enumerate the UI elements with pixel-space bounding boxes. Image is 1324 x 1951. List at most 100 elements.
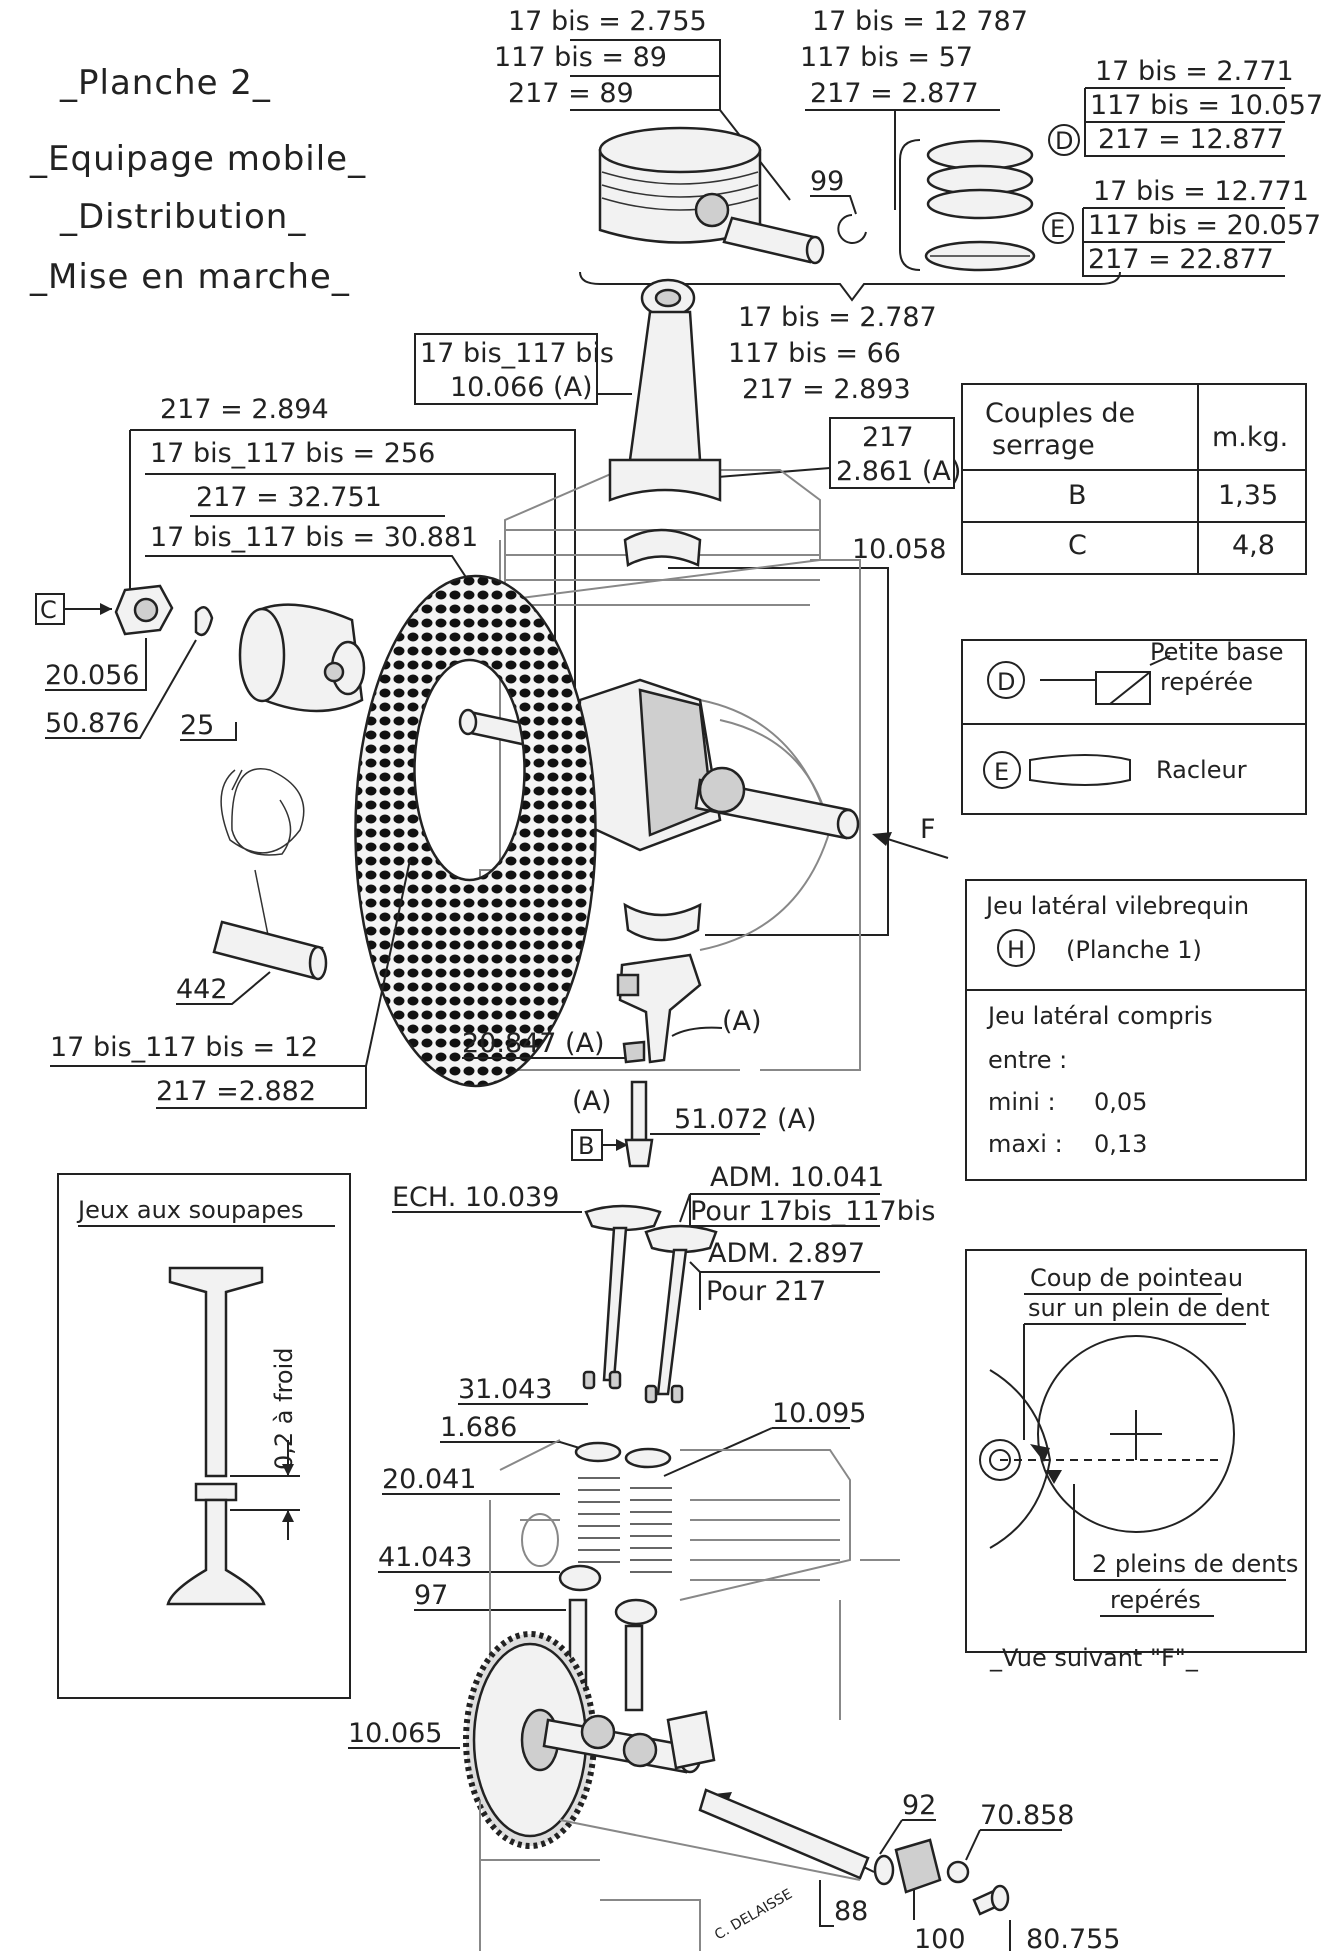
label-piston-2: 117 bis = 57 bbox=[800, 42, 973, 73]
legend-d-text1: Petite base bbox=[1150, 638, 1283, 666]
arrow-F-head bbox=[872, 832, 892, 846]
conrod-label-box bbox=[414, 333, 598, 405]
flywheel-drawing bbox=[354, 574, 597, 1088]
label-rings-1: 17 bis = 2.787 bbox=[738, 302, 937, 333]
label-ringD-2: 117 bis = 10.057 bbox=[1090, 90, 1323, 121]
label-lock: 20.847 (A) bbox=[462, 1028, 605, 1059]
retainer-left-drawing bbox=[558, 1564, 602, 1592]
label-bolt-code: 51.072 (A) bbox=[674, 1104, 817, 1135]
label-ringE-2: 117 bis = 20.057 bbox=[1088, 210, 1321, 241]
valve-keys-drawing bbox=[582, 1370, 684, 1404]
vue-f-line1: Coup de pointeau bbox=[1030, 1264, 1243, 1292]
jeu-mini-value: 0,05 bbox=[1094, 1088, 1147, 1116]
label-piston-1: 17 bis = 12 787 bbox=[812, 6, 1028, 37]
label-fan-2: 217 =2.882 bbox=[156, 1076, 316, 1107]
label-cap-1: 217 bbox=[862, 422, 914, 453]
leader-pulley bbox=[180, 722, 237, 741]
crankshaft-drawing bbox=[458, 678, 860, 852]
torque-unit: m.kg. bbox=[1212, 422, 1288, 453]
heading-equipage: _Equipage mobile_ bbox=[29, 139, 366, 179]
jeu-maxi-value: 0,13 bbox=[1094, 1130, 1147, 1158]
legend-d-text2: repérée bbox=[1160, 668, 1253, 696]
torque-row-0-key: B bbox=[1068, 480, 1087, 511]
vue-f-box: Coup de pointeau sur un plein de dent 2 … bbox=[965, 1249, 1307, 1672]
label-adm-2b: Pour 217 bbox=[706, 1276, 826, 1307]
leader-88 bbox=[819, 1880, 834, 1927]
label-camshaft: 10.065 bbox=[348, 1718, 442, 1749]
washer-drawing bbox=[194, 605, 214, 637]
jeu-mark: H bbox=[1007, 936, 1025, 964]
part-100-drawing bbox=[894, 1838, 942, 1894]
label-spring: 20.041 bbox=[382, 1464, 476, 1495]
jeu-line2: entre : bbox=[988, 1046, 1067, 1074]
leader-handle bbox=[176, 971, 271, 1005]
label-piston-axle-2: 117 bis = 89 bbox=[494, 42, 667, 73]
piston-rings-drawing bbox=[924, 139, 1036, 272]
leader-ringE bbox=[1082, 207, 1285, 277]
label-fly-2: 17 bis_117 bis = 256 bbox=[150, 438, 435, 469]
label-seal: 10.095 bbox=[772, 1398, 866, 1429]
legend-ring-box: D Petite base repérée E Racleur bbox=[961, 638, 1307, 815]
cord-drop-drawing bbox=[254, 869, 269, 936]
leader-flywheel bbox=[129, 429, 576, 740]
torque-head1: Couples de bbox=[985, 398, 1135, 429]
ringE-mark-circle bbox=[1042, 212, 1074, 244]
bearing-upper-drawing bbox=[623, 528, 702, 567]
leader-piston-axle bbox=[570, 39, 791, 201]
torque-head2: serrage bbox=[992, 430, 1095, 461]
conrod-drawing bbox=[608, 278, 722, 502]
signature: C. DELAISSE bbox=[712, 1886, 795, 1943]
bolt-arrow bbox=[616, 1139, 628, 1151]
leader-washer-code bbox=[45, 639, 197, 739]
torque-row-0-value: 1,35 bbox=[1218, 480, 1278, 511]
nut-arrow bbox=[100, 603, 112, 615]
label-cup: 1.686 bbox=[440, 1412, 517, 1443]
starter-cord-drawing bbox=[220, 768, 305, 856]
vue-f-line4: repérés bbox=[1110, 1586, 1201, 1614]
tappet-right-drawing bbox=[624, 1624, 644, 1712]
leader-70858 bbox=[965, 1829, 1062, 1861]
ringD-mark-circle bbox=[1048, 124, 1080, 156]
label-adm-1a: ADM. 10.041 bbox=[710, 1162, 884, 1193]
label-piston-axle-3: 217 = 89 bbox=[508, 78, 634, 109]
label-92: 92 bbox=[902, 1790, 936, 1821]
label-ech: ECH. 10.039 bbox=[392, 1182, 559, 1213]
leader-92 bbox=[879, 1819, 936, 1855]
cap-label-box bbox=[829, 417, 955, 489]
lower-block-ghost bbox=[479, 1800, 861, 1951]
heading-distribution: _Distribution_ bbox=[59, 197, 306, 237]
soupapes-box: Jeux aux soupapes 0,2 à froid bbox=[57, 1173, 351, 1699]
label-pulley: 25 bbox=[180, 710, 214, 741]
label-ringD-1: 17 bis = 2.771 bbox=[1095, 56, 1294, 87]
vue-f-line3: 2 pleins de dents bbox=[1092, 1550, 1298, 1578]
label-tappet: 97 bbox=[414, 1580, 448, 1611]
label-washer-code: 50.876 bbox=[45, 708, 139, 739]
top-parts-brace bbox=[579, 271, 1121, 302]
label-fly-4: 17 bis_117 bis = 30.881 bbox=[150, 522, 478, 553]
lock-washer-drawing bbox=[622, 1040, 646, 1064]
leader-ringD bbox=[1084, 87, 1285, 157]
label-ringE-1: 17 bis = 12.771 bbox=[1093, 176, 1309, 207]
vue-f-line2: sur un plein de dent bbox=[1028, 1294, 1270, 1322]
leader-adm-2 bbox=[689, 1261, 880, 1310]
legend-e-mark: E bbox=[994, 758, 1009, 786]
part-80755-drawing bbox=[972, 1884, 1010, 1916]
legend-d-mark: D bbox=[997, 668, 1015, 696]
label-ringE-3: 217 = 22.877 bbox=[1088, 244, 1274, 275]
heading-planche: _Planche 2_ bbox=[59, 63, 271, 103]
label-circlip: 99 bbox=[810, 166, 844, 197]
leader-piston bbox=[805, 109, 1000, 210]
label-cap-A: (A) bbox=[722, 1006, 762, 1037]
torque-row-1-value: 4,8 bbox=[1232, 530, 1275, 561]
bolt-drawing bbox=[624, 1080, 654, 1168]
label-adm-1b: Pour 17bis_117bis bbox=[690, 1196, 935, 1227]
retainer-right-drawing bbox=[614, 1598, 658, 1626]
bearing-lower-drawing bbox=[623, 902, 702, 942]
label-nut-code: 20.056 bbox=[45, 660, 139, 691]
piston-axle-drawing bbox=[722, 216, 825, 265]
soupapes-value: 0,2 à froid bbox=[270, 1347, 298, 1470]
axle-drawing bbox=[698, 1788, 870, 1880]
torque-row-1-key: C bbox=[1068, 530, 1087, 561]
label-fly-3: 217 = 32.751 bbox=[196, 482, 382, 513]
nut-box-label: C bbox=[40, 596, 57, 624]
